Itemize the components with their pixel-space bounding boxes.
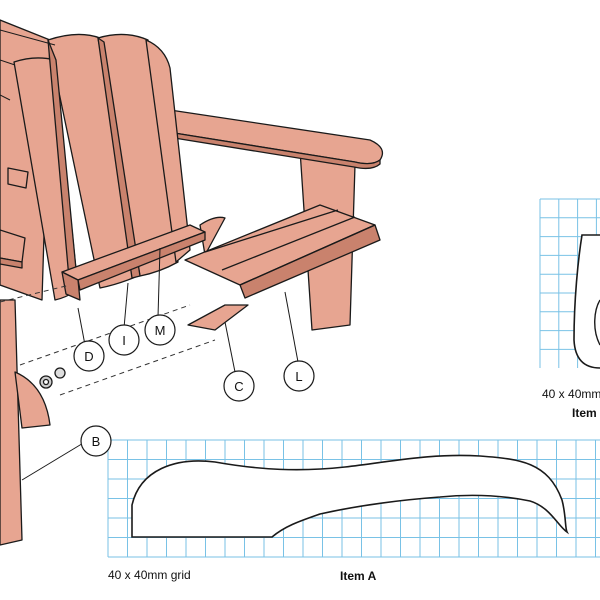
svg-text:M: M	[155, 323, 166, 338]
item-a-profile	[131, 454, 570, 538]
svg-text:C: C	[234, 379, 243, 394]
callout-c: C	[223, 370, 255, 402]
item-b-label: Item	[572, 406, 597, 420]
callouts: D I M C L B	[73, 314, 315, 457]
front-rail	[187, 304, 249, 331]
callout-d: D	[73, 340, 105, 372]
grid-caption-a: 40 x 40mm grid	[108, 568, 191, 582]
backrest	[0, 19, 191, 301]
svg-text:I: I	[122, 333, 126, 348]
grid-panel-b: 40 x 40mm Item	[539, 198, 600, 420]
front-leg	[0, 299, 23, 546]
leader-lines	[0, 29, 299, 481]
grid-caption-b: 40 x 40mm	[542, 387, 600, 401]
chair-illustration	[0, 19, 384, 546]
assembly-guides	[0, 284, 216, 396]
svg-text:B: B	[92, 434, 101, 449]
item-a-label: Item A	[340, 569, 377, 583]
callout-l: L	[283, 360, 315, 392]
callout-m: M	[144, 314, 176, 346]
callout-b: B	[80, 425, 112, 457]
svg-text:L: L	[295, 369, 302, 384]
grid-panel-a: 40 x 40mm grid Item A	[107, 439, 600, 583]
callout-i: I	[108, 324, 140, 356]
svg-text:D: D	[84, 349, 93, 364]
item-b-profile	[573, 234, 600, 369]
